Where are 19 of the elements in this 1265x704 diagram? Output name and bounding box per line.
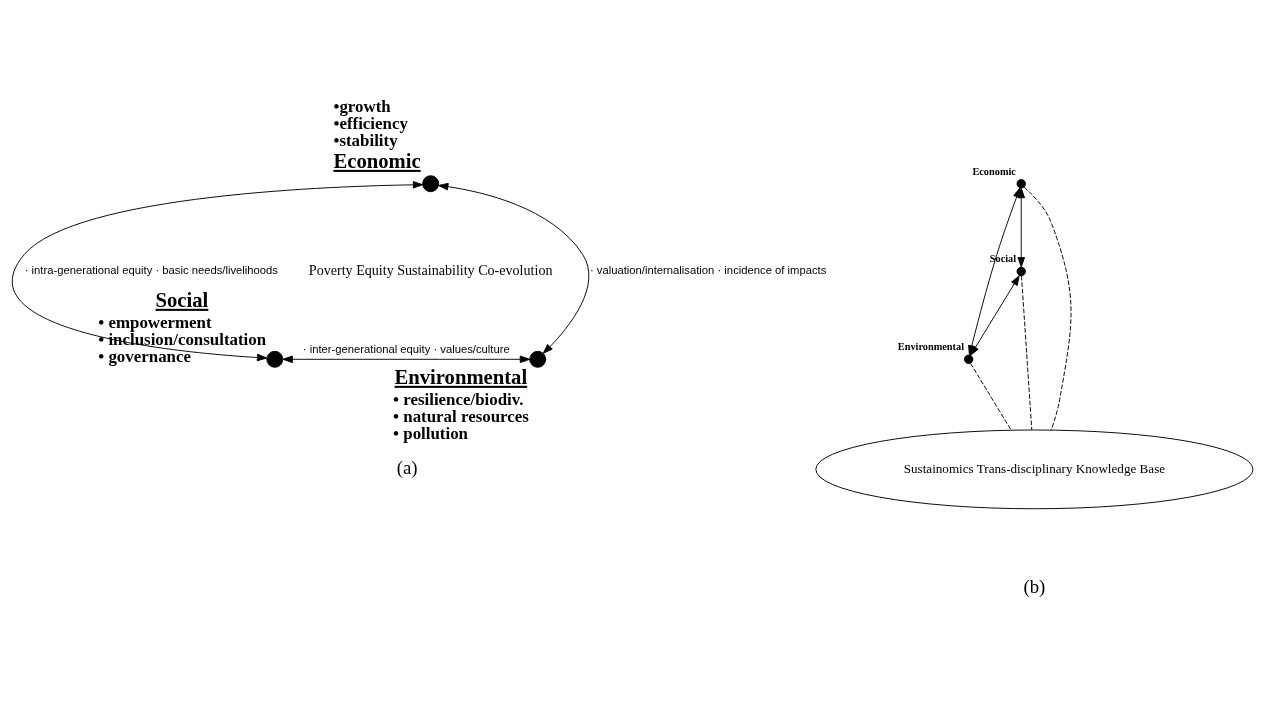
node-label: • pollution <box>393 424 469 444</box>
node-label: Economic <box>333 149 421 172</box>
label: Poverty Equity Sustainability Co-evolution <box>308 261 553 278</box>
node-label: Environmental <box>394 365 528 388</box>
node-label: • empowerment <box>98 313 212 333</box>
node-label: Economic <box>972 165 1016 177</box>
node-label: •stability <box>333 131 398 151</box>
node-label: Social <box>155 288 209 311</box>
node-label: Social <box>989 253 1017 265</box>
edge-label: · inter-generational equity · values/culture <box>302 343 510 356</box>
node-label: •growth <box>333 97 391 117</box>
label: (a) <box>396 457 418 479</box>
label: (b) <box>1023 576 1046 598</box>
edge-label: · valuation/internalisation · incidence of impacts <box>589 264 827 277</box>
node-label: • natural resources <box>393 407 529 427</box>
node-label: Environmental <box>897 341 965 353</box>
node-label: • governance <box>98 347 191 367</box>
node-label: • resilience/biodiv. <box>393 390 524 410</box>
edge-label: · intra-generational equity · basic needs/livelihoods <box>24 264 278 277</box>
